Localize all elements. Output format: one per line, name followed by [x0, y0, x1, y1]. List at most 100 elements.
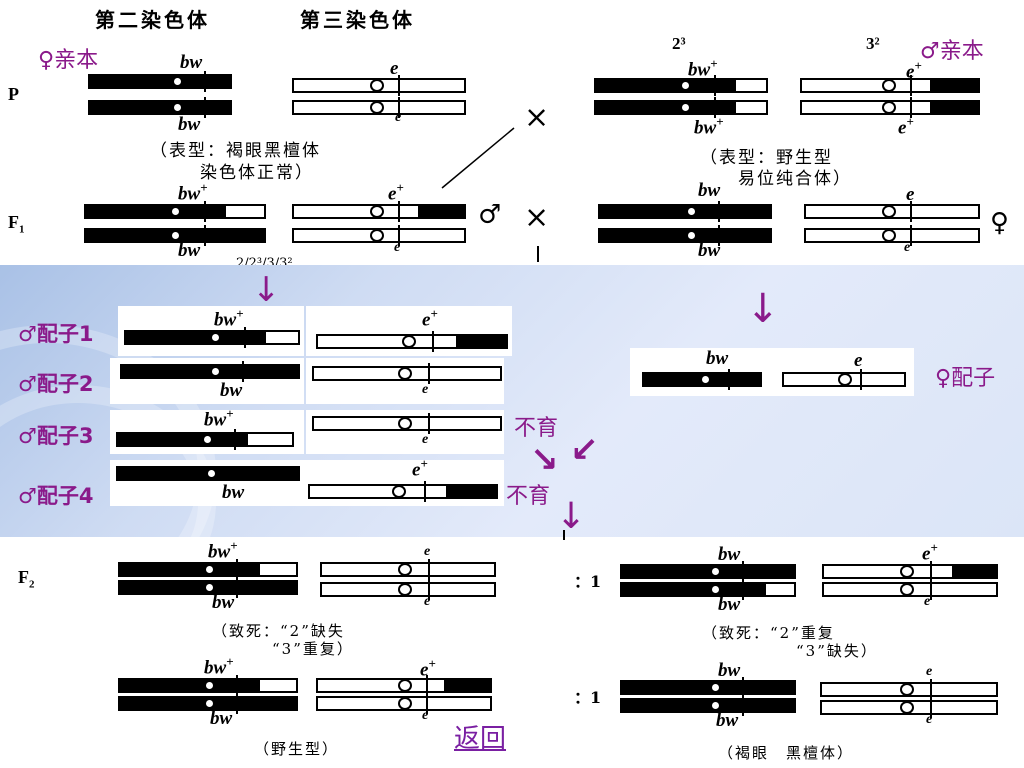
sterile-label: 不育 [514, 416, 559, 441]
chromosome-2-translocated [84, 201, 266, 222]
female-parent-label: ♀亲本 [38, 48, 99, 73]
male-gamete-3-label: ♂配子3 [18, 424, 94, 448]
chromosome-3 [292, 97, 466, 118]
row-label-f1: F1 [8, 212, 25, 236]
chromosome-3 [820, 679, 998, 700]
gene-e-plus: e+ [420, 656, 436, 681]
arrow-down: ↓ [746, 286, 780, 332]
chromosome-2 [620, 695, 796, 716]
arrow-down: ↓ [252, 270, 281, 310]
cross-mark: × [524, 100, 550, 135]
chromosome-2 [118, 577, 298, 598]
male-gamete-1-label: ♂配子1 [18, 322, 94, 346]
gene-e: e [424, 544, 431, 559]
gene-e: e [395, 110, 402, 125]
gene-e: e [424, 594, 431, 609]
arrow-down-left: ↙ [570, 430, 599, 470]
chromosome-3 [292, 75, 466, 96]
chromosome-3 [804, 201, 980, 222]
gamete-3-chr3-card: e [306, 410, 504, 454]
gamete-1-chr2-card: bw+ [118, 306, 304, 356]
back-link[interactable]: 返回 [454, 724, 507, 754]
gene-bw-plus: bw+ [208, 538, 238, 563]
gene-bw: bw [178, 240, 201, 261]
gamete-4-chr2-card: bw [110, 460, 304, 506]
cross-mark: × [524, 200, 550, 235]
chromosome-3 [320, 559, 496, 580]
lethal-note: （致死：“2”重复 [702, 624, 835, 642]
gene-bw-plus: bw+ [204, 654, 234, 679]
gene-e-plus: e+ [906, 58, 922, 83]
gene-e: e [924, 594, 931, 609]
gene-bw: bw [210, 708, 233, 729]
female-gamete-label: ♀配子 [935, 366, 996, 391]
ratio-label: ：1 [574, 572, 602, 591]
gene-e-plus: e+ [388, 180, 404, 205]
gamete-4-chr3-card: e+ [300, 456, 504, 506]
gene-e: e [926, 664, 933, 679]
chromosome-2 [84, 225, 266, 246]
chromosome-2 [620, 561, 796, 582]
lethal-note: “3”重复） [272, 640, 354, 658]
male-gamete-2-label: ♂配子2 [18, 372, 94, 396]
phenotype-note: （表型：褐眼黑檀体 [150, 141, 321, 161]
gene-e: e [926, 712, 933, 727]
phenotype-note: （褐眼 黑檀体） [718, 744, 855, 762]
gene-bw: bw [698, 240, 721, 261]
gene-bw-plus: bw+ [204, 406, 234, 431]
gene-bw: bw [718, 660, 741, 681]
chromosome-3 [822, 579, 998, 600]
gene-e: e [906, 184, 915, 205]
gene-e: e [422, 708, 429, 723]
gene-e: e [854, 350, 863, 371]
chromosome-3-translocated [292, 201, 466, 222]
chromosome-3 [320, 579, 496, 600]
gene-e: e [390, 58, 399, 79]
gamete-1-chr3-card: e+ [306, 306, 512, 356]
phenotype-note: （野生型） [254, 740, 340, 758]
phenotype-note: 易位纯合体） [738, 169, 852, 189]
gamete-3-chr2-card: bw+ [110, 406, 304, 454]
gene-e-plus: e+ [412, 456, 428, 481]
chromosome-3-translocated [316, 675, 492, 696]
chromosome-2 [598, 225, 772, 246]
header-chromosome-3: 第三染色体 [300, 8, 415, 32]
gene-bw: bw [716, 710, 739, 731]
lethal-note: （致死：“2”缺失 [212, 622, 345, 640]
gene-e: e [904, 240, 911, 255]
gene-bw: bw [180, 52, 203, 73]
chromosome-2-translocated [118, 559, 298, 580]
gene-e: e [394, 240, 401, 255]
chromosome-2 [118, 693, 298, 714]
chromosome-3-translocated [800, 97, 980, 118]
chromosome-2-translocated [594, 75, 768, 96]
male-gamete-4-label: ♂配子4 [18, 484, 94, 508]
gene-bw: bw [718, 544, 741, 565]
female-symbol: ♀ [990, 208, 1010, 238]
chromosome-2 [598, 201, 772, 222]
gamete-2-chr3-card: e [306, 358, 504, 404]
male-parent-label: ♂亲本 [920, 39, 984, 64]
gene-bw: bw [178, 114, 201, 135]
row-label-f2: F2 [18, 567, 35, 591]
gene-bw-plus: bw+ [694, 114, 724, 139]
chromosome-3 [292, 225, 466, 246]
chromosome-3 [316, 693, 492, 714]
lethal-note: “3”缺失） [796, 642, 878, 660]
gene-bw-plus: bw+ [688, 56, 718, 81]
gene-bw: bw [222, 482, 245, 503]
chromosome-3-translocated [800, 75, 980, 96]
phenotype-note: 染色体正常） [200, 163, 314, 183]
translocation-id-3: 3² [866, 34, 880, 53]
chromosome-3 [804, 225, 980, 246]
chromosome-2 [620, 677, 796, 698]
gene-e-plus: e+ [922, 540, 938, 565]
chromosome-2 [88, 71, 232, 92]
gene-bw: bw [698, 180, 721, 201]
translocation-id-2: 2³ [672, 34, 686, 53]
gene-bw: bw [220, 380, 243, 401]
chromosome-2-translocated [118, 675, 298, 696]
gamete-2-chr2-card: bw [110, 358, 304, 404]
female-gamete-card: bw e [630, 348, 914, 396]
